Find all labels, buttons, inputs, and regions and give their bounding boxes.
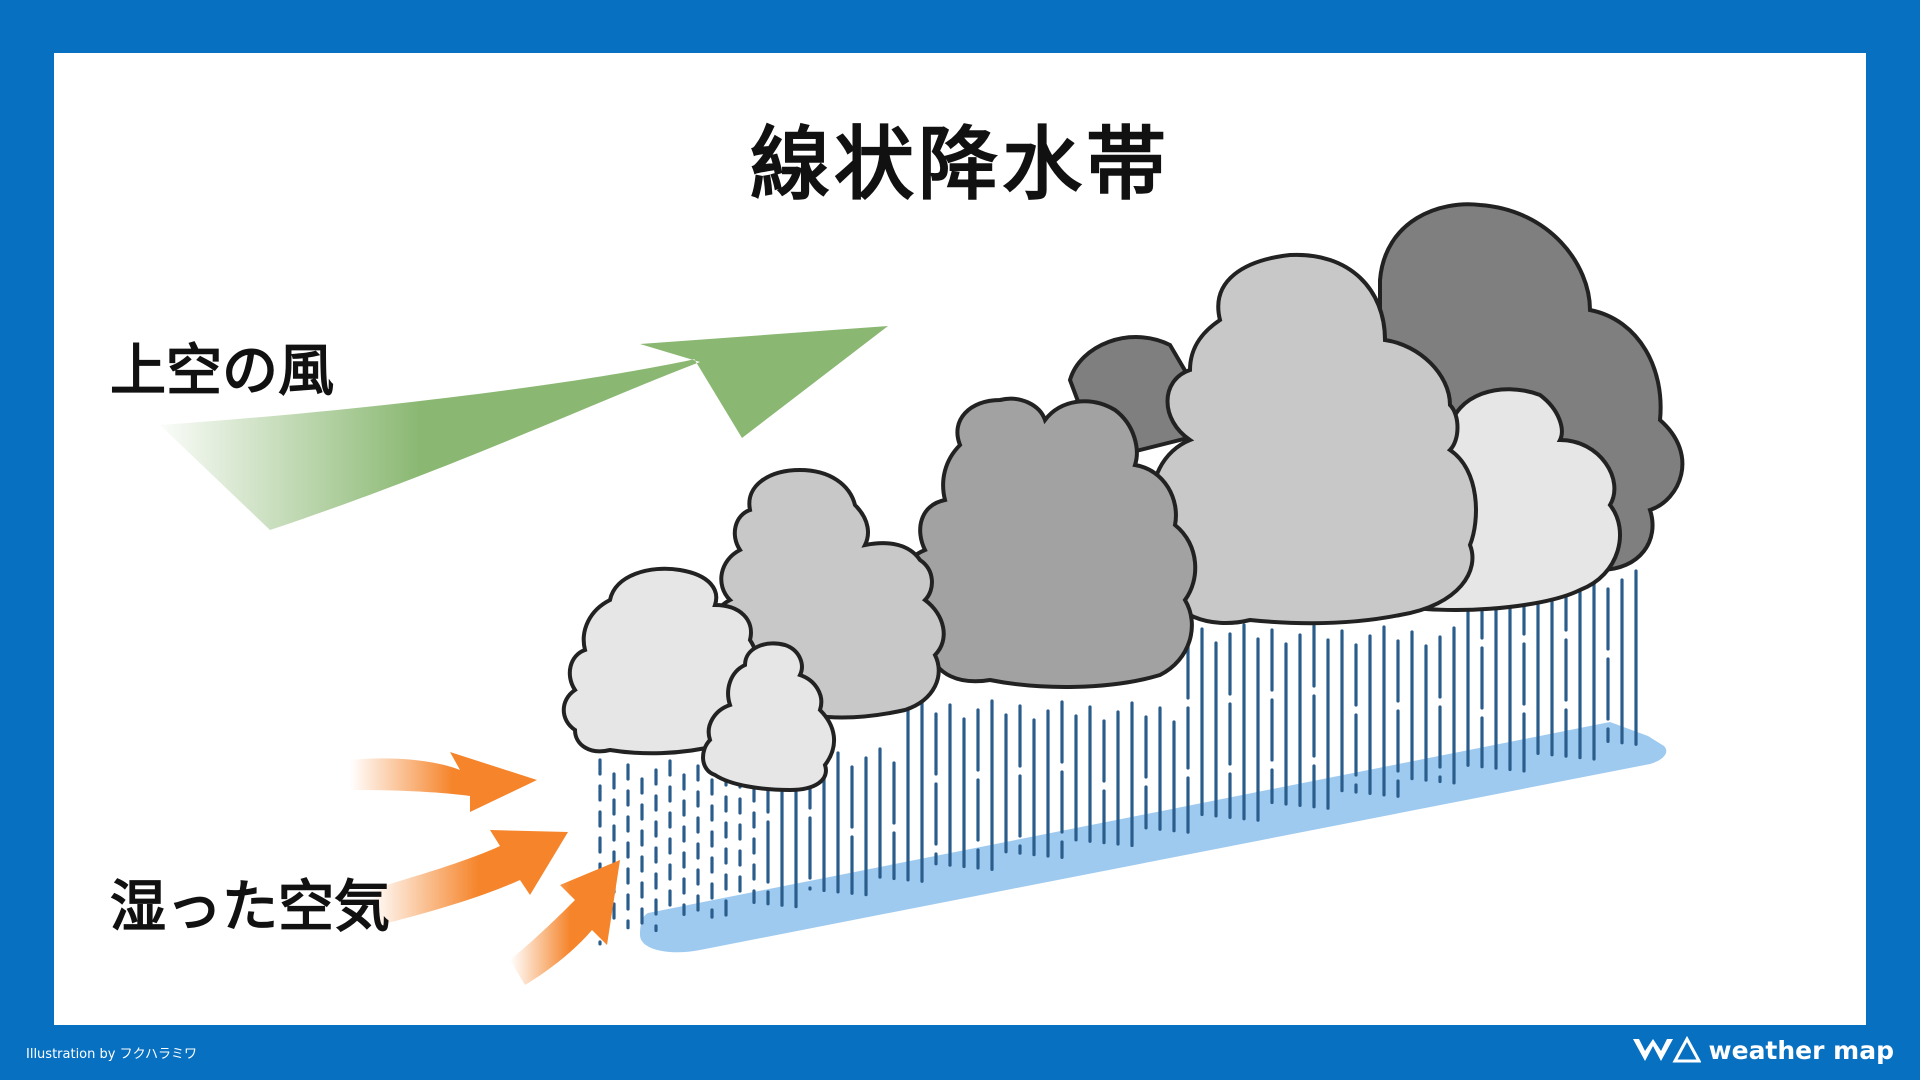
upper-wind-label: 上空の風 xyxy=(110,339,334,404)
upper-wind-arrow xyxy=(160,326,888,530)
diagram-title: 線状降水帯 xyxy=(750,118,1170,211)
moist-air-label: 湿った空気 xyxy=(110,875,390,940)
brand-logo: weather map xyxy=(1631,1032,1894,1068)
moist-air-arrows xyxy=(350,752,620,985)
rain-streaks xyxy=(598,568,1638,946)
cloud-mid-large xyxy=(1142,252,1478,626)
weather-map-logo-icon xyxy=(1632,1036,1701,1063)
rain-band xyxy=(640,722,1667,953)
brand-name: weather map xyxy=(1708,1035,1894,1065)
cloud-light-small xyxy=(701,641,837,793)
illustration-credit: Illustration by フクハラミワ xyxy=(26,1047,197,1062)
